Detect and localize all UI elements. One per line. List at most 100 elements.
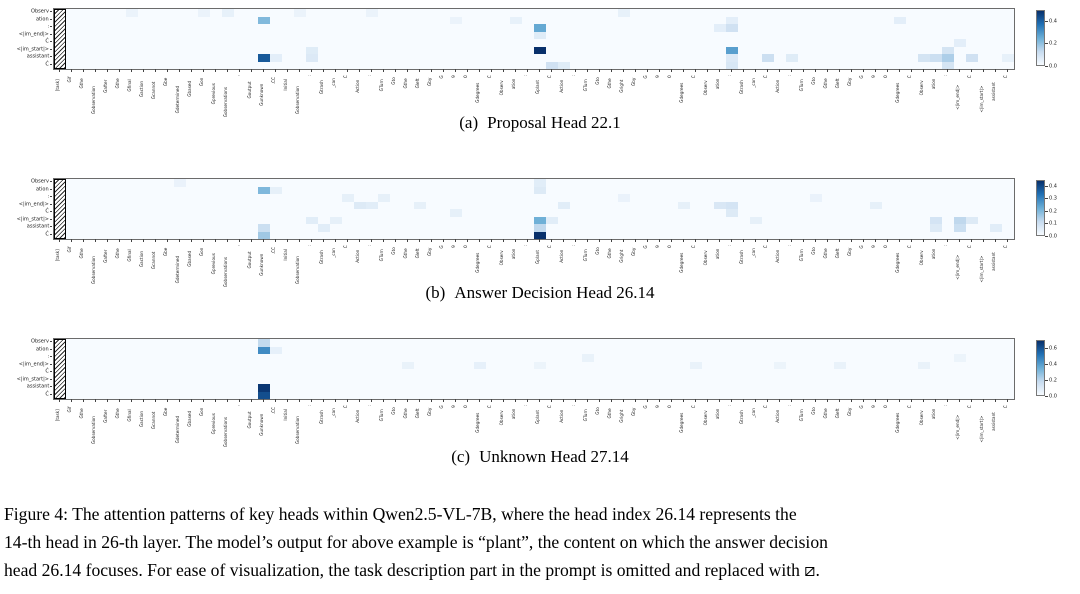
x-tick-mark	[286, 399, 288, 402]
x-tick-label: Ġfinal	[127, 78, 133, 92]
x-tick-label: <|im_end|>	[955, 84, 961, 110]
heatmap-cell	[306, 54, 318, 62]
x-tick-label: Ġdegrees	[475, 412, 481, 433]
x-tick-mark	[850, 239, 852, 242]
x-tick-mark	[226, 69, 228, 72]
x-tick-label: Ċ	[907, 244, 913, 248]
x-tick-mark	[286, 239, 288, 242]
x-tick-mark	[898, 399, 900, 402]
x-tick-mark	[958, 239, 960, 242]
x-tick-mark	[694, 399, 696, 402]
x-tick-label: Ġ	[859, 74, 865, 79]
heatmap-cell	[450, 16, 462, 24]
heatmap-cell	[942, 46, 954, 54]
x-tick-mark	[142, 399, 144, 402]
x-tick-label: Ġby	[427, 407, 433, 416]
x-tick-mark	[826, 239, 828, 242]
x-tick-mark	[142, 69, 144, 72]
x-tick-label: Ġobservation	[91, 85, 97, 114]
x-tick-mark	[490, 399, 492, 402]
heatmap-cell	[726, 16, 738, 24]
x-tick-mark	[514, 69, 516, 72]
y-tick-label: :	[47, 193, 49, 200]
x-tick-label: Ġleft	[835, 407, 841, 418]
colorbar-tick-label: 0.0	[1048, 62, 1057, 69]
figure-caption-line: Figure 4: The attention patterns of key …	[4, 504, 797, 524]
x-tick-label: Ċ	[691, 74, 697, 78]
x-tick-mark	[598, 399, 600, 402]
x-tick-label: :	[571, 404, 577, 406]
x-tick-label: 9	[451, 404, 457, 408]
x-tick-label: Action	[775, 249, 781, 263]
x-tick-label: _can	[331, 407, 337, 418]
x-tick-label: Ġunknown	[259, 253, 265, 276]
y-tick-label: assistant	[26, 223, 49, 230]
x-tick-label: Initial	[283, 248, 289, 261]
x-tick-label: Ġleft	[415, 77, 421, 88]
x-tick-mark	[382, 399, 384, 402]
x-tick-mark	[994, 399, 996, 402]
x-tick-mark	[598, 69, 600, 72]
x-tick-mark	[994, 69, 996, 72]
x-tick-label: ation	[715, 408, 721, 419]
x-tick-label: assistant	[991, 411, 997, 431]
x-tick-label: Ġdegrees	[895, 82, 901, 103]
x-tick-mark	[550, 239, 552, 242]
x-tick-mark	[442, 69, 444, 72]
x-tick-mark	[898, 239, 900, 242]
x-tick-mark	[298, 399, 300, 402]
x-tick-label: Ċ	[487, 404, 493, 408]
heatmap-cell	[714, 201, 726, 209]
x-tick-label: Ċ	[547, 244, 553, 248]
heatmap-cell	[942, 61, 954, 69]
x-tick-label: Ġby	[427, 247, 433, 256]
x-tick-mark	[430, 399, 432, 402]
heatmap-cell	[1002, 54, 1014, 62]
x-tick-label: Ġ	[859, 404, 865, 409]
heatmap-cell	[534, 361, 546, 369]
x-tick-label: Ġdegrees	[679, 252, 685, 273]
x-tick-mark	[238, 399, 240, 402]
x-tick-mark	[358, 399, 360, 402]
x-tick-mark	[106, 399, 108, 402]
x-tick-label: Ġthe	[403, 247, 409, 258]
x-tick-label: [task]	[55, 408, 61, 421]
x-tick-label: Ġplant	[535, 249, 541, 264]
heatmap-cell	[534, 31, 546, 39]
x-tick-mark	[862, 399, 864, 402]
y-tick-label: ation	[36, 186, 49, 192]
heatmap-cell	[534, 186, 546, 194]
x-tick-mark	[670, 399, 672, 402]
x-tick-mark	[298, 69, 300, 72]
x-tick-label: ation	[931, 408, 937, 419]
heatmap-cell	[726, 61, 738, 69]
x-tick-mark	[118, 239, 120, 242]
x-tick-mark	[58, 69, 60, 72]
heatmap-cell	[306, 46, 318, 54]
x-tick-mark	[610, 69, 612, 72]
x-tick-label: Ġtrash	[319, 409, 325, 424]
y-tick-label: Ċ	[45, 61, 49, 67]
heatmap-cell	[330, 216, 342, 224]
x-tick-label: ĠTurn	[583, 78, 589, 91]
x-tick-mark	[850, 399, 852, 402]
x-tick-mark	[406, 399, 408, 402]
heatmap-cell	[270, 346, 282, 354]
x-tick-label: Ġbased	[187, 250, 193, 267]
subcaption-label: (c)	[451, 447, 471, 466]
x-tick-mark	[310, 69, 312, 72]
x-tick-label: Ġcannot	[151, 81, 157, 99]
x-tick-label: Ġobservation	[295, 85, 301, 114]
x-tick-mark	[994, 239, 996, 242]
x-tick-mark	[922, 399, 924, 402]
x-tick-label: :	[307, 244, 313, 246]
x-tick-mark	[550, 69, 552, 72]
x-tick-label: Ġbe	[163, 77, 169, 86]
x-tick-label: Ġ	[439, 244, 445, 249]
heatmap-cell	[582, 354, 594, 362]
x-tick-mark	[718, 239, 720, 242]
x-tick-mark	[862, 239, 864, 242]
colorbar-tick-mark	[1045, 347, 1048, 349]
x-tick-label: Ġthe	[403, 407, 409, 418]
